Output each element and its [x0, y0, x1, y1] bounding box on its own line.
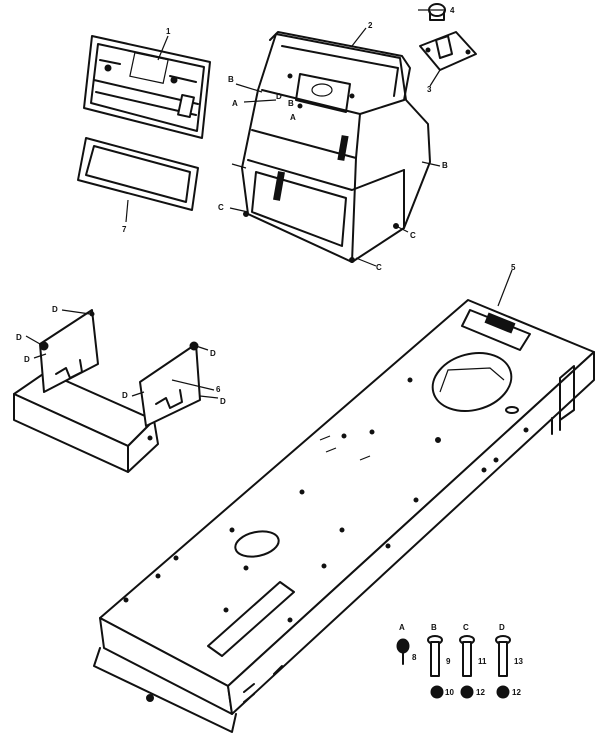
- label-d-bracket-3: D: [24, 355, 30, 364]
- callout-8: 8: [412, 653, 417, 662]
- callout-7: 7: [122, 225, 127, 234]
- label-a-dashboard-lower: A: [290, 113, 296, 122]
- part-u-bracket: [13, 309, 201, 473]
- callout-1: 1: [166, 27, 171, 36]
- callout-3: 3: [427, 85, 432, 94]
- label-d-bracket-6: D: [220, 397, 226, 406]
- key-letter-c: C: [463, 623, 469, 632]
- callout-4: 4: [450, 6, 455, 15]
- label-c-dashboard-bottom: C: [376, 263, 382, 272]
- hardware-key: [396, 635, 511, 699]
- callout-11: 11: [478, 657, 487, 666]
- label-c-dashboard-right: C: [410, 231, 416, 240]
- label-a-dashboard: A: [232, 99, 238, 108]
- callout-2: 2: [368, 21, 373, 30]
- label-d-bracket-2: D: [16, 333, 22, 342]
- callout-12-c: 12: [476, 688, 485, 697]
- part-dashboard-housing: [241, 31, 431, 263]
- label-b-dashboard-inner: B: [288, 99, 294, 108]
- callout-5: 5: [511, 263, 516, 272]
- part-gasket: [77, 137, 199, 211]
- label-d-bracket-4: D: [210, 349, 216, 358]
- leader-lines: [25, 9, 513, 399]
- label-d-dashboard: D: [276, 92, 282, 101]
- callout-12-d: 12: [512, 688, 521, 697]
- label-d-bracket-5: D: [122, 391, 128, 400]
- part-instrument-panel: [83, 35, 211, 139]
- label-c-dashboard-left: C: [218, 203, 224, 212]
- label-d-bracket-1: D: [52, 305, 58, 314]
- callout-10: 10: [445, 688, 454, 697]
- part-main-chassis: [93, 299, 595, 733]
- key-letter-b: B: [431, 623, 437, 632]
- key-letter-d: D: [499, 623, 505, 632]
- callout-6: 6: [216, 385, 221, 394]
- part-bracket-plate: [419, 31, 477, 71]
- label-b-dashboard-right: B: [442, 161, 448, 170]
- callout-13: 13: [514, 657, 523, 666]
- key-letter-a: A: [399, 623, 405, 632]
- label-b-dashboard: B: [228, 75, 234, 84]
- part-knob: [428, 3, 446, 21]
- callout-9: 9: [446, 657, 451, 666]
- labels: 1 2 4 3 5 6 7 B A D B A B C C C D D D D …: [16, 6, 523, 697]
